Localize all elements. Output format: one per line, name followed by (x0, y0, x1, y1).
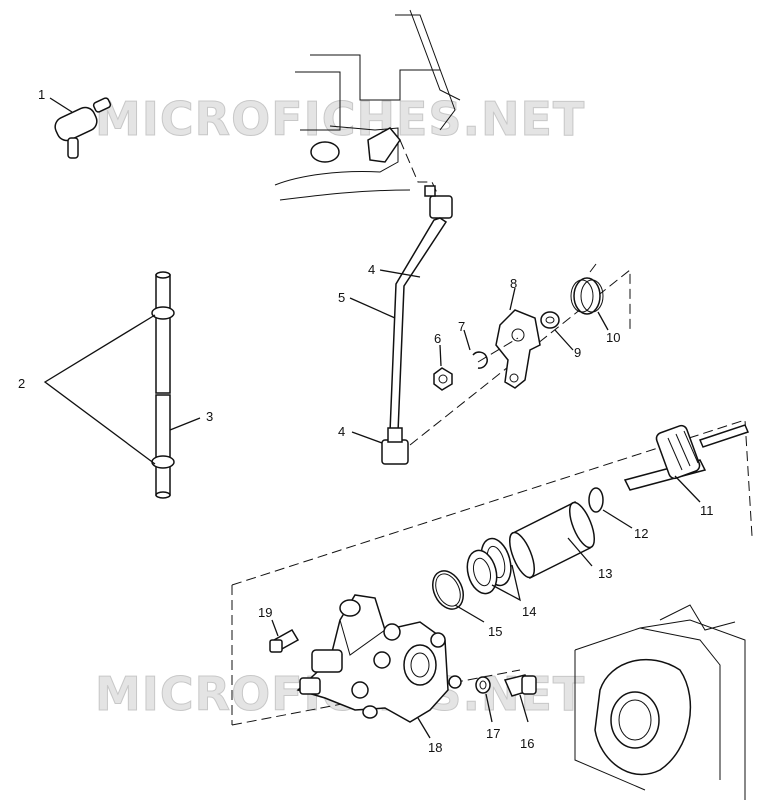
callout-12: 12 (634, 526, 648, 541)
circlip-part-7 (472, 351, 488, 369)
spring-part-10 (570, 263, 604, 315)
callout-4-upper: 4 (368, 262, 375, 277)
o-ring-part-15 (432, 570, 464, 610)
callout-17: 17 (486, 726, 500, 741)
callout-13: 13 (598, 566, 612, 581)
callout-14: 14 (522, 604, 536, 619)
callout-5: 5 (338, 290, 345, 305)
callout-15: 15 (488, 624, 502, 639)
fitting-part-16 (503, 674, 537, 697)
engine-housing-outline (274, 9, 461, 201)
bracket-part-8 (495, 309, 541, 389)
washer-part-17 (475, 676, 491, 694)
callout-9: 9 (574, 345, 581, 360)
callout-16: 16 (520, 736, 534, 751)
ring-part-12 (588, 487, 604, 513)
callout-4-lower: 4 (338, 424, 345, 439)
callout-7: 7 (458, 319, 465, 334)
sleeve-part-13 (508, 500, 596, 580)
seal-part-14 (466, 537, 512, 595)
oil-pump-part-18 (296, 594, 462, 723)
callout-2: 2 (18, 376, 25, 391)
callout-6: 6 (434, 331, 441, 346)
callout-8: 8 (510, 276, 517, 291)
callout-3: 3 (206, 409, 213, 424)
drive-shaft-part-11 (623, 424, 750, 491)
callout-19: 19 (258, 605, 272, 620)
banjo-fitting-lower (381, 427, 409, 465)
nut-part-6 (433, 367, 453, 391)
callout-18: 18 (428, 740, 442, 755)
oil-line-part-5 (389, 217, 448, 433)
banjo-fitting-upper (424, 185, 453, 219)
washer-part-9 (540, 311, 560, 329)
crankcase-outline (574, 604, 746, 800)
fitting-part-1 (54, 97, 112, 159)
bolt-part-19 (269, 628, 300, 653)
callout-11: 11 (700, 503, 714, 518)
hose-clamp-lower (151, 455, 175, 469)
hose-part-3 (155, 271, 171, 499)
hose-clamp-upper (151, 306, 175, 320)
callout-1: 1 (38, 87, 45, 102)
callout-10: 10 (606, 330, 620, 345)
